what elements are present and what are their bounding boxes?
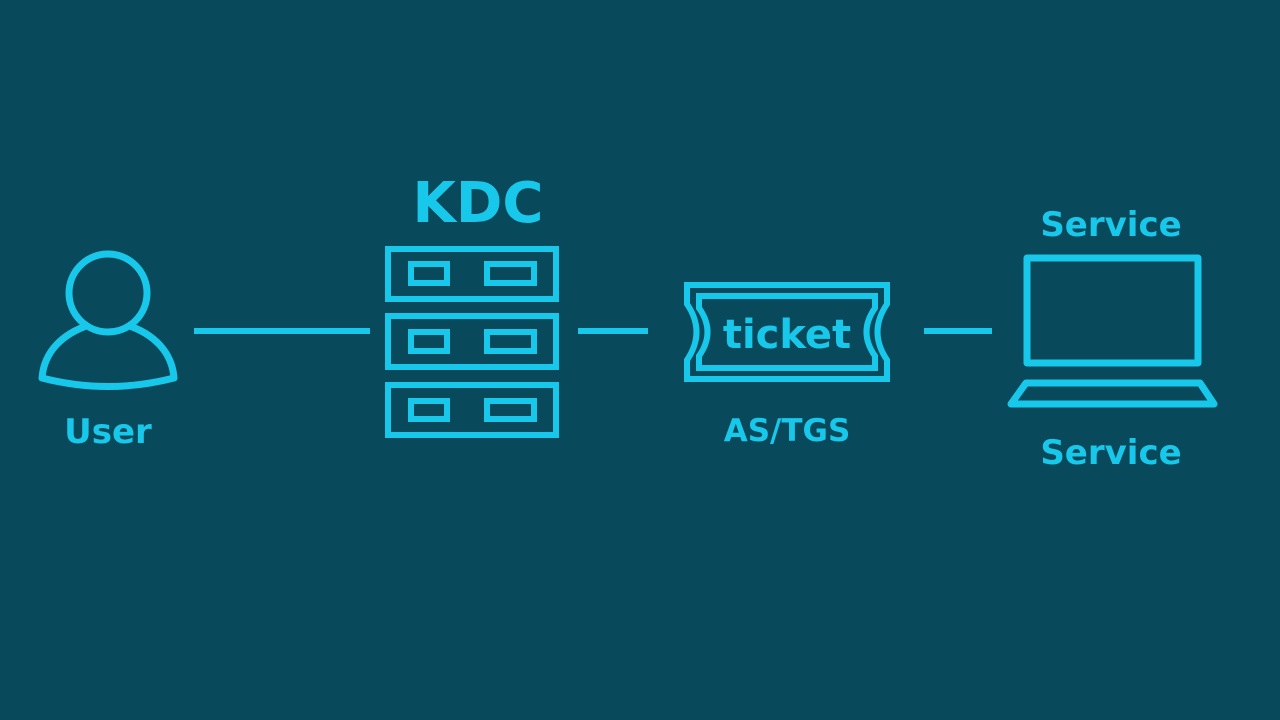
user-label: User <box>64 412 152 452</box>
service-bottom-label: Service <box>1040 433 1181 473</box>
kdc-label: KDC <box>413 171 544 236</box>
ticket-text: ticket <box>723 312 851 358</box>
ticket-icon <box>684 282 890 382</box>
server-stack-icon <box>385 246 559 438</box>
service-top-label: Service <box>1040 205 1181 245</box>
as-tgs-label: AS/TGS <box>724 413 851 449</box>
user-icon <box>38 250 178 390</box>
laptop-icon <box>1007 254 1218 408</box>
